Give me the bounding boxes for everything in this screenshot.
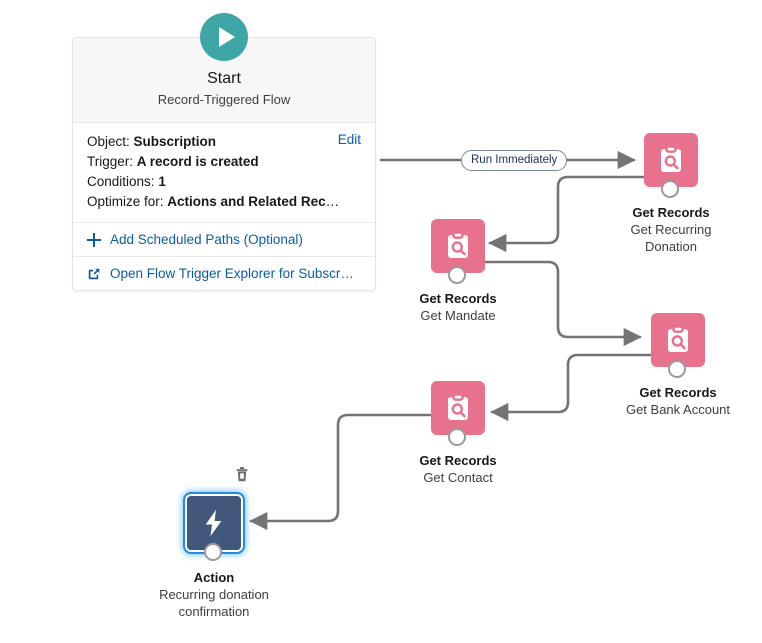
start-field-trigger: Trigger: A record is created bbox=[87, 152, 345, 172]
plus-icon bbox=[87, 232, 101, 247]
node-name: Get Contact bbox=[423, 470, 493, 485]
node-name-line1: Recurring donation bbox=[159, 587, 269, 602]
start-field-optimize-value: Actions and Related Recor… bbox=[167, 194, 345, 209]
start-subtitle: Record-Triggered Flow bbox=[157, 92, 291, 107]
trash-icon[interactable] bbox=[235, 466, 249, 482]
node-connector-handle[interactable] bbox=[448, 266, 466, 284]
node-label: Get Records Get Mandate bbox=[398, 290, 518, 324]
start-field-optimize: Optimize for: Actions and Related Recor… bbox=[87, 192, 345, 212]
start-field-conditions: Conditions: 1 bbox=[87, 172, 345, 192]
flow-node-get-recurring-donation[interactable]: Get Records Get Recurring Donation bbox=[611, 133, 731, 255]
node-label: Get Records Get Contact bbox=[398, 452, 518, 486]
start-field-trigger-value: A record is created bbox=[136, 154, 259, 169]
flow-node-get-mandate[interactable]: Get Records Get Mandate bbox=[398, 219, 518, 324]
clipboard-search-icon bbox=[431, 219, 485, 284]
add-scheduled-paths-button[interactable]: Add Scheduled Paths (Optional) bbox=[73, 222, 375, 256]
node-label: Get Records Get Recurring Donation bbox=[611, 204, 731, 255]
node-label: Action Recurring donation confirmation bbox=[154, 569, 274, 620]
node-label: Get Records Get Bank Account bbox=[618, 384, 738, 418]
start-field-object: Object: Subscription bbox=[87, 132, 345, 152]
start-field-object-key: Object: bbox=[87, 134, 130, 149]
start-title: Start bbox=[207, 70, 241, 87]
open-flow-trigger-explorer-link[interactable]: Open Flow Trigger Explorer for Subscr… bbox=[73, 256, 375, 290]
node-type: Get Records bbox=[419, 453, 497, 468]
flow-node-recurring-donation-confirmation[interactable]: Action Recurring donation confirmation bbox=[154, 467, 274, 620]
run-immediately-label[interactable]: Run Immediately bbox=[461, 150, 568, 171]
edit-link[interactable]: Edit bbox=[337, 132, 361, 147]
start-node-details: Edit Object: Subscription Trigger: A rec… bbox=[73, 123, 375, 222]
lightning-bolt-icon bbox=[183, 492, 245, 561]
node-name: Get Mandate bbox=[420, 308, 496, 323]
node-type: Get Records bbox=[632, 205, 710, 220]
node-type: Get Records bbox=[639, 385, 717, 400]
clipboard-search-icon bbox=[644, 133, 698, 198]
start-node[interactable]: Start Record-Triggered Flow Edit Object:… bbox=[72, 13, 376, 291]
start-field-conditions-key: Conditions: bbox=[87, 174, 155, 189]
node-name: Get Bank Account bbox=[625, 402, 731, 417]
node-type: Action bbox=[193, 570, 235, 585]
node-connector-handle[interactable] bbox=[448, 428, 466, 446]
node-connector-handle[interactable] bbox=[668, 360, 686, 378]
start-field-trigger-key: Trigger: bbox=[87, 154, 134, 169]
flow-node-get-contact[interactable]: Get Records Get Contact bbox=[398, 381, 518, 486]
start-field-object-value: Subscription bbox=[133, 134, 217, 149]
open-flow-trigger-explorer-label: Open Flow Trigger Explorer for Subscr… bbox=[110, 266, 354, 281]
node-connector-handle[interactable] bbox=[661, 180, 679, 198]
node-name: Get Recurring Donation bbox=[630, 222, 712, 254]
clipboard-search-icon bbox=[651, 313, 705, 378]
start-field-optimize-key: Optimize for: bbox=[87, 194, 164, 209]
clipboard-search-icon bbox=[431, 381, 485, 446]
node-type: Get Records bbox=[419, 291, 497, 306]
add-scheduled-paths-label: Add Scheduled Paths (Optional) bbox=[110, 232, 303, 247]
node-name-line2: confirmation bbox=[178, 604, 250, 619]
node-connector-handle[interactable] bbox=[204, 543, 222, 561]
external-link-icon bbox=[87, 267, 101, 281]
flow-node-get-bank-account[interactable]: Get Records Get Bank Account bbox=[618, 313, 738, 418]
start-field-conditions-value: 1 bbox=[158, 174, 166, 189]
play-icon bbox=[200, 13, 248, 61]
start-node-header: Start Record-Triggered Flow bbox=[73, 38, 375, 123]
